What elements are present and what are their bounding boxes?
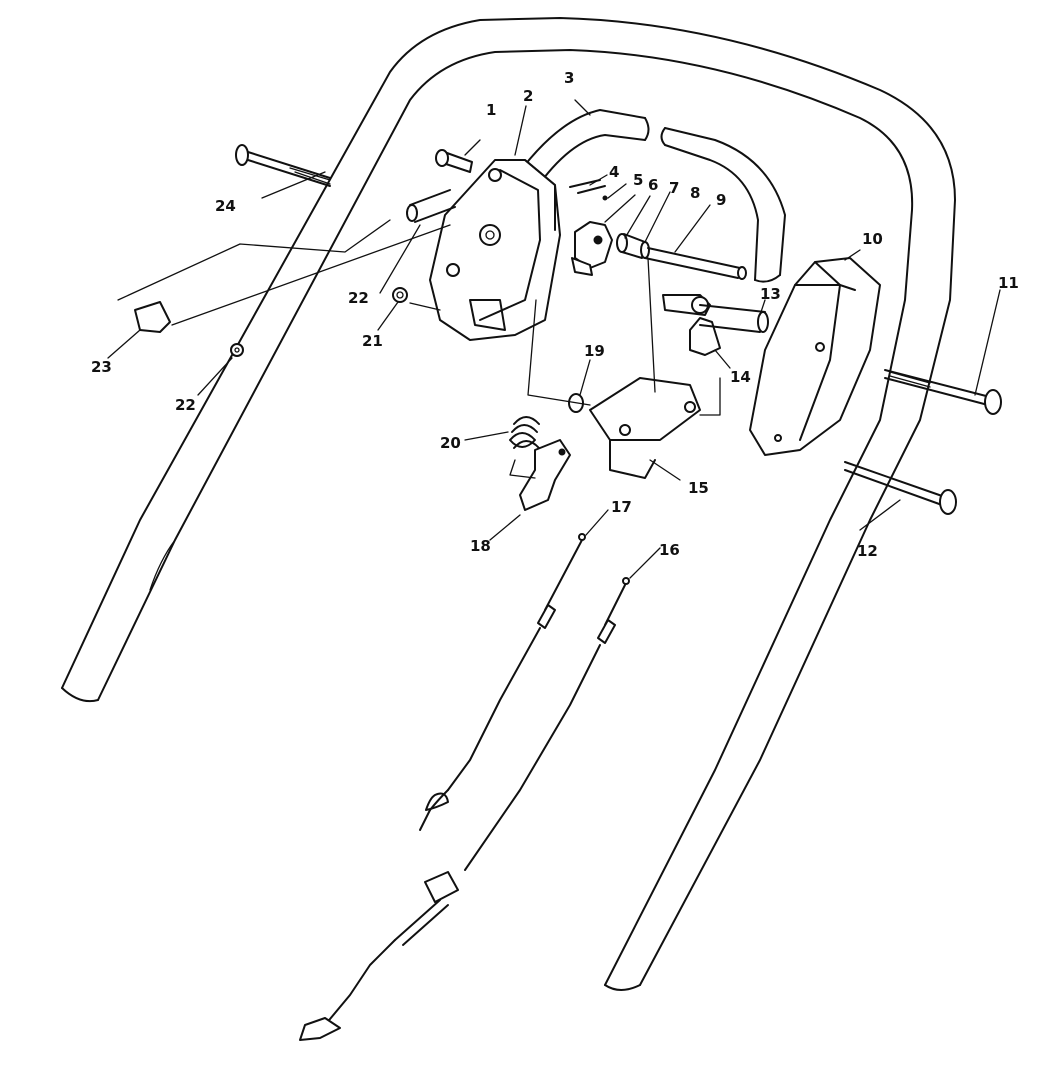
part-label-20: 20 <box>440 434 461 452</box>
bolt-1 <box>435 149 473 173</box>
bushing-23 <box>134 301 171 333</box>
part-label-16: 16 <box>659 541 680 559</box>
part-label-15: 15 <box>688 479 709 497</box>
lever-14 <box>662 294 721 356</box>
part-label-6: 6 <box>648 176 658 194</box>
right-cover <box>749 257 881 456</box>
part-label-5: 5 <box>633 171 643 189</box>
shaft-8 <box>621 233 650 259</box>
spacer-13 <box>699 304 769 333</box>
pin-4 <box>569 179 606 194</box>
cable-16 <box>299 577 630 1041</box>
clip-22-lower <box>230 343 244 357</box>
bolt-24 <box>235 144 331 187</box>
label-leader-lines <box>107 99 1001 579</box>
bolt-12 <box>844 461 957 515</box>
part-label-13: 13 <box>760 285 781 303</box>
cable-17 <box>419 533 586 831</box>
part-label-9: 9 <box>716 191 726 209</box>
part-label-11: 11 <box>998 274 1019 292</box>
part-label-18: 18 <box>470 537 491 555</box>
part-label-2: 2 <box>523 87 533 105</box>
part-label-23: 23 <box>91 358 112 376</box>
control-housing <box>429 159 561 341</box>
part-label-8: 8 <box>690 184 700 202</box>
part-label-22-upper: 22 <box>348 289 369 307</box>
part-label-3: 3 <box>564 69 574 87</box>
part-label-22-lower: 22 <box>175 396 196 414</box>
rod-9 <box>644 247 747 280</box>
bolt-11 <box>884 369 1002 415</box>
bracket-15 <box>589 377 701 479</box>
nut-21 <box>392 287 408 303</box>
part-label-24: 24 <box>215 197 236 215</box>
part-label-1: 1 <box>486 101 496 119</box>
part-label-19: 19 <box>584 342 605 360</box>
part-label-21: 21 <box>362 332 383 350</box>
part-labels: 1 2 3 4 5 6 7 8 9 10 11 12 13 14 15 16 1… <box>91 69 1019 560</box>
part-label-12: 12 <box>857 542 878 560</box>
handle-tube <box>61 17 956 991</box>
trigger-18 <box>519 439 571 511</box>
assembly-lines <box>117 219 721 479</box>
part-label-4: 4 <box>609 163 619 181</box>
part-label-14: 14 <box>730 368 751 386</box>
part-label-17: 17 <box>611 498 632 516</box>
part-label-10: 10 <box>862 230 883 248</box>
spring-20 <box>509 416 540 449</box>
washer-5 <box>602 195 608 201</box>
spacer-22-upper <box>406 189 456 223</box>
part-label-7: 7 <box>669 179 679 197</box>
lever-cam-6 <box>571 221 613 276</box>
